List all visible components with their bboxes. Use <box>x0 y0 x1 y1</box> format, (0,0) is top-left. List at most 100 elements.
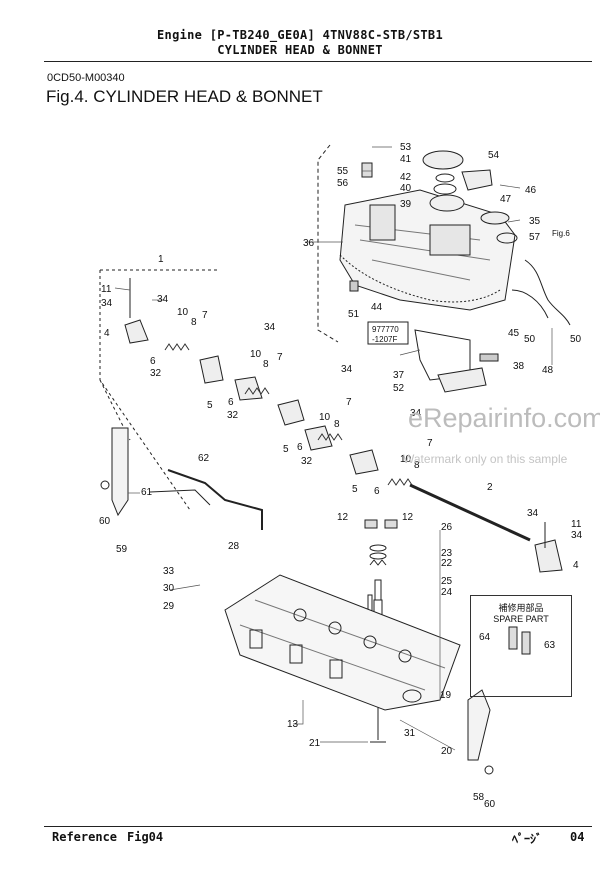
callout-29: 29 <box>163 601 175 612</box>
callout-11b: 11 <box>571 519 582 530</box>
fuel-pipe <box>167 469 263 530</box>
callout-57: 57 <box>529 232 541 243</box>
callout-56: 56 <box>337 178 349 189</box>
callout-5c: 5 <box>352 484 358 495</box>
callout-22: 22 <box>441 558 453 569</box>
footer-figure: Fig04 <box>127 830 164 844</box>
callout-61: 61 <box>141 487 153 498</box>
callout-33: 33 <box>163 566 175 577</box>
callout-34f: 34 <box>527 508 539 519</box>
callout-10c: 10 <box>319 412 331 423</box>
lifting-plate-front <box>111 427 129 517</box>
callout-62: 62 <box>198 453 210 464</box>
spare-part-63: 63 <box>544 640 556 651</box>
header-divider <box>44 61 592 62</box>
callout-31: 31 <box>404 728 416 739</box>
callout-26: 26 <box>441 522 453 533</box>
callout-34d: 34 <box>410 408 422 419</box>
callout-40: 40 <box>400 183 412 194</box>
bonnet-bracket <box>317 144 339 343</box>
footer-reference: Reference <box>52 830 118 844</box>
callout-10b: 10 <box>250 349 262 360</box>
callout-41: 41 <box>400 154 412 165</box>
header-engine-model: Engine [P-TB240_GE0A] 4TNV88C-STB/STB1 <box>157 28 443 42</box>
callout-10a: 10 <box>177 307 189 318</box>
callout-50a: 50 <box>524 334 536 345</box>
callout-52: 52 <box>393 383 405 394</box>
callout-23: 23 <box>441 548 453 559</box>
footer-page-label: ﾍﾟｰｼﾞ <box>512 832 543 846</box>
part-tag-line2: -1207F <box>372 335 397 344</box>
callout-32c: 32 <box>301 456 313 467</box>
callout-60b: 60 <box>484 799 496 810</box>
callout-28: 28 <box>228 541 240 552</box>
spare-part-label-en: SPARE PART <box>493 614 549 624</box>
callout-7a: 7 <box>202 310 208 321</box>
callout-34b: 34 <box>264 322 276 333</box>
callout-2: 2 <box>487 482 493 493</box>
callout-38: 38 <box>513 361 525 372</box>
callout-34a: 34 <box>157 294 169 305</box>
callout-6b: 6 <box>228 397 234 408</box>
callout-24: 24 <box>441 587 453 598</box>
callout-50b: 50 <box>570 334 582 345</box>
callout-25: 25 <box>441 576 453 587</box>
callout-45: 45 <box>508 328 520 339</box>
callout-5a: 5 <box>207 400 213 411</box>
callout-53: 53 <box>400 142 412 153</box>
callout-labels: 1 2 4 4 5 5 5 6 6 6 6 7 7 7 7 8 8 8 8 10… <box>99 142 583 810</box>
callout-4b: 4 <box>573 560 579 571</box>
callout-8b: 8 <box>263 359 269 370</box>
document-code: 0CD50-M00340 <box>47 72 125 84</box>
callout-12b: 12 <box>402 512 414 523</box>
figure-title: Fig.4. CYLINDER HEAD & BONNET <box>46 87 323 106</box>
callout-44: 44 <box>371 302 383 313</box>
callout-20: 20 <box>441 746 453 757</box>
fig6-reference: Fig.6 <box>552 229 570 238</box>
callout-8a: 8 <box>191 317 197 328</box>
callout-19: 19 <box>440 690 452 701</box>
cover-gasket <box>339 254 501 303</box>
callout-8d: 8 <box>414 460 420 471</box>
callout-21: 21 <box>309 738 321 749</box>
callout-35: 35 <box>529 216 541 227</box>
callout-42: 42 <box>400 172 412 183</box>
callout-7d: 7 <box>427 438 433 449</box>
callout-46: 46 <box>525 185 537 196</box>
callout-11a: 11 <box>101 284 112 295</box>
spare-part-box: 補修用部品 SPARE PART <box>470 595 572 697</box>
callout-4a: 4 <box>104 328 110 339</box>
callout-1: 1 <box>158 254 164 265</box>
callout-12a: 12 <box>337 512 349 523</box>
callout-51: 51 <box>348 309 360 320</box>
callout-6a: 6 <box>150 356 156 367</box>
spare-part-64: 64 <box>479 632 491 643</box>
callout-34e: 34 <box>571 530 583 541</box>
callout-6c: 6 <box>297 442 303 453</box>
watermark-main: eRepairinfo.com <box>408 403 600 433</box>
callout-34g: 34 <box>101 298 113 309</box>
rocker-shaft <box>409 483 531 542</box>
callout-7b: 7 <box>277 352 283 363</box>
callout-39: 39 <box>400 199 412 210</box>
callout-7c: 7 <box>346 397 352 408</box>
callout-5b: 5 <box>283 444 289 455</box>
callout-59: 59 <box>116 544 128 555</box>
callout-47: 47 <box>500 194 512 205</box>
oil-filler-cap <box>480 211 510 225</box>
callout-60a: 60 <box>99 516 111 527</box>
callout-8c: 8 <box>334 419 340 430</box>
callout-58: 58 <box>473 792 485 803</box>
rocker-springs <box>164 343 413 486</box>
callout-48: 48 <box>542 365 554 376</box>
footer-divider <box>44 826 592 827</box>
callout-13: 13 <box>287 719 299 730</box>
watermark-sub: Watermark only on this sample <box>403 452 568 466</box>
spare-part-label-jp: 補修用部品 <box>498 604 544 614</box>
part-tag-line1: 977770 <box>372 325 399 334</box>
rocker-assemblies <box>124 319 563 573</box>
callout-55: 55 <box>337 166 349 177</box>
callout-6d: 6 <box>374 486 380 497</box>
breather-hose <box>524 259 571 326</box>
callout-54: 54 <box>488 150 500 161</box>
